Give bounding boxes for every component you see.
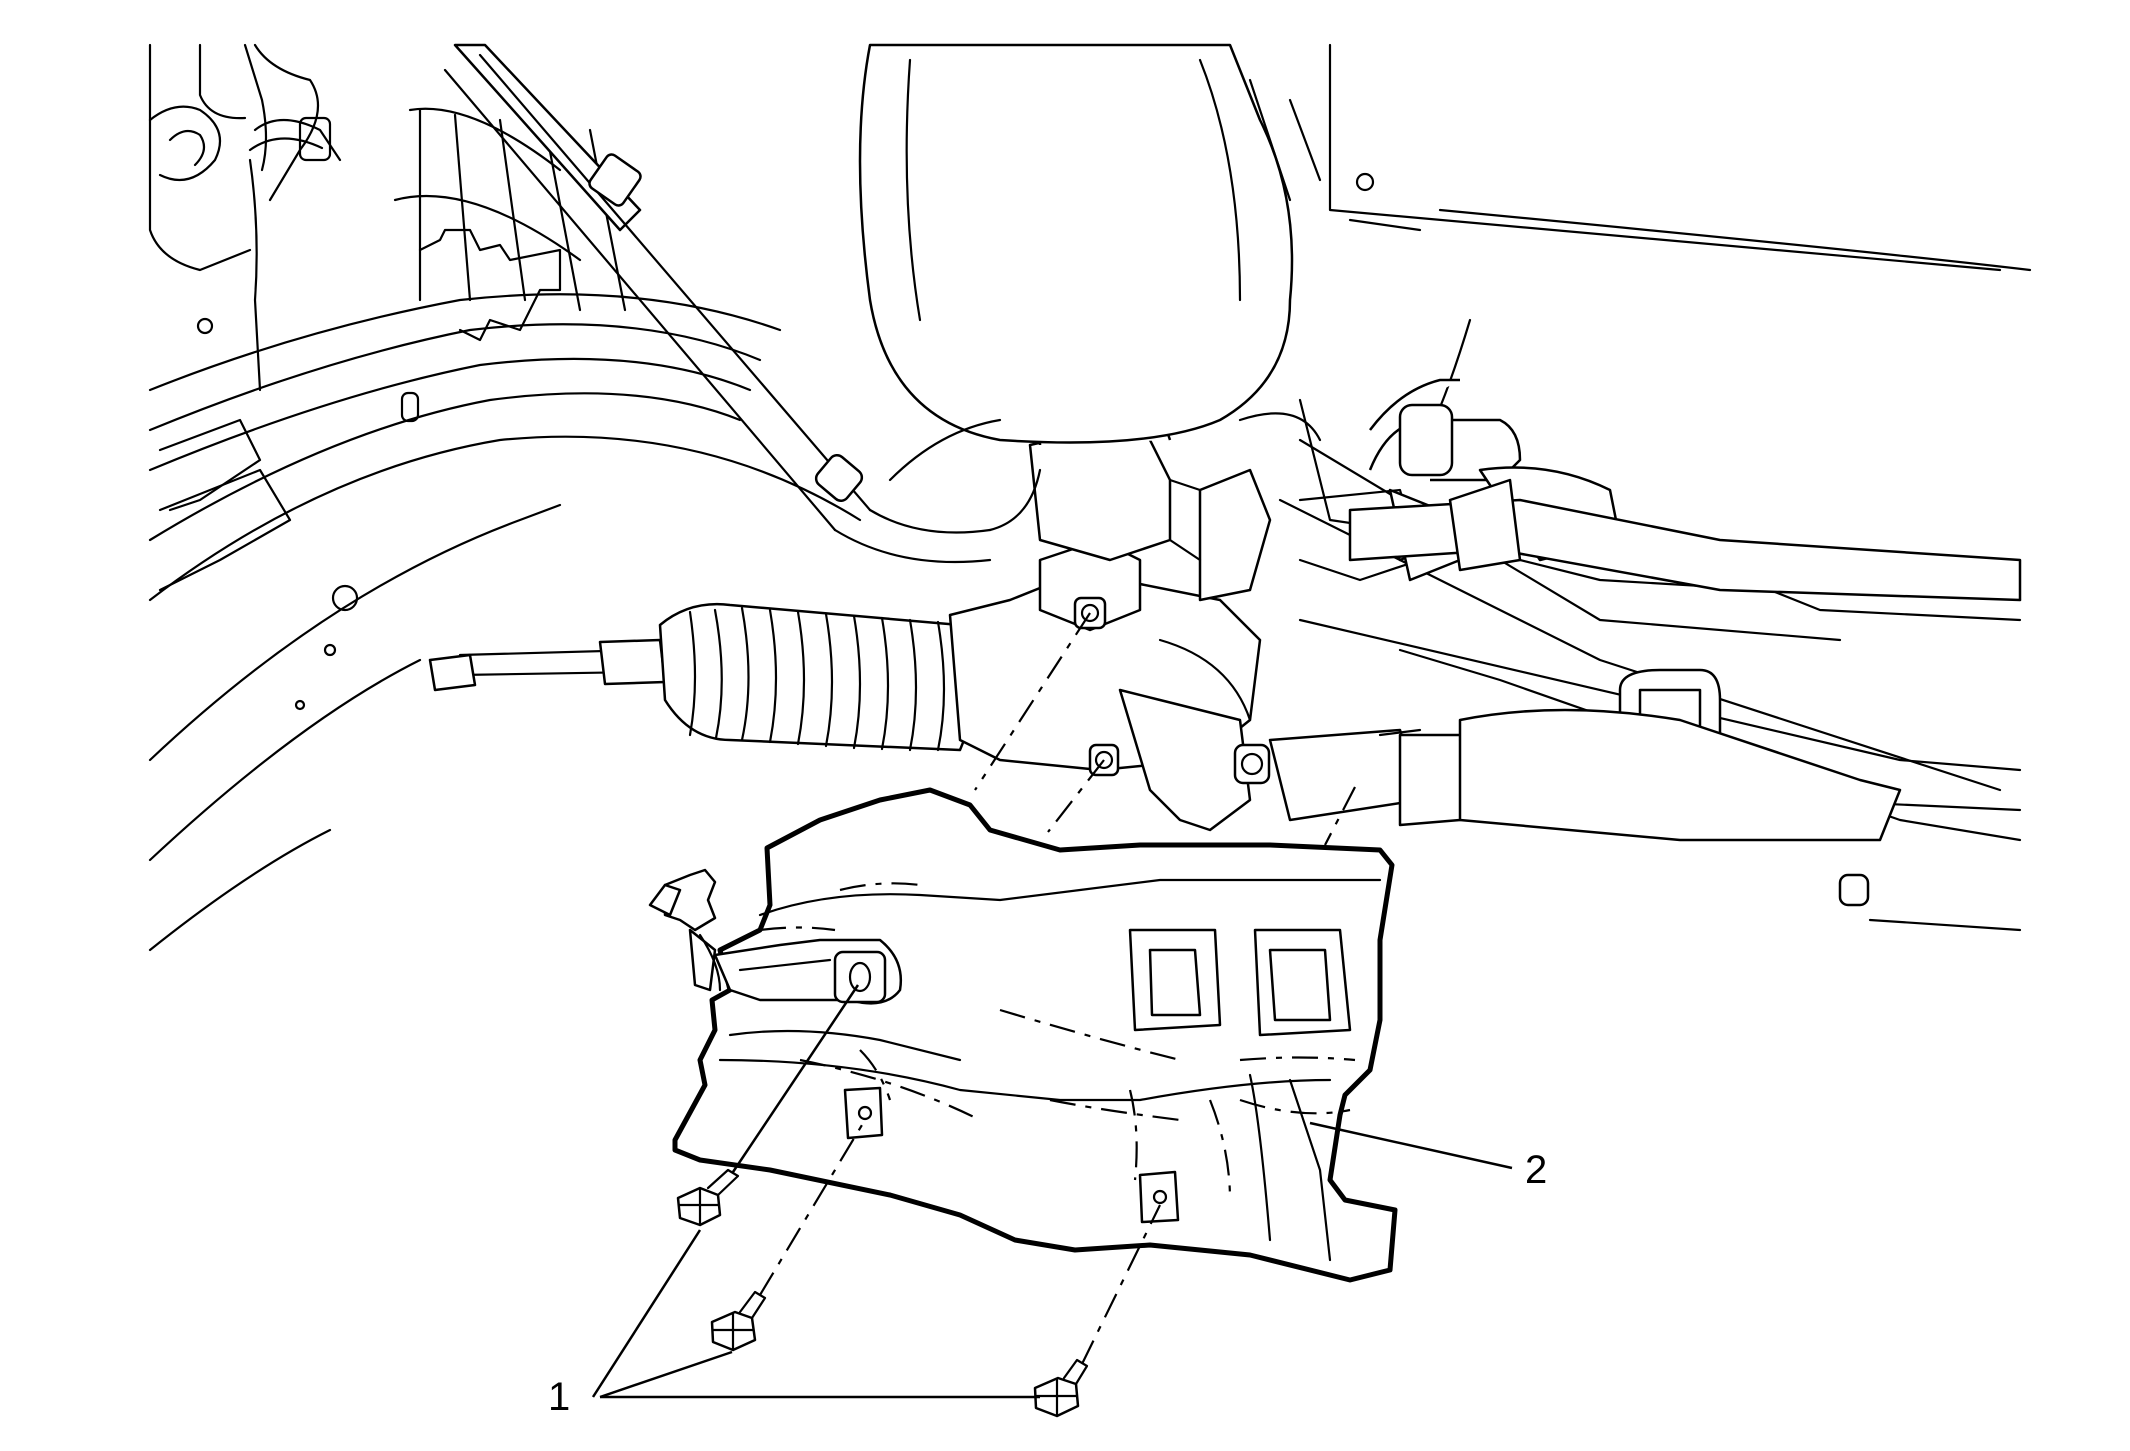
callout-label-2: 2 [1525,1148,1548,1192]
alignment-lines [974,612,1356,846]
leader-1-upper [591,1229,702,1398]
upper-component [443,43,1322,564]
steering-gear-housing [948,538,1472,832]
leader-1-middle [599,1350,733,1399]
right-rails [1238,43,2032,932]
callout-label-1: 1 [548,1375,571,1419]
bolt-middle [710,1290,767,1352]
leader-2 [1309,1121,1513,1170]
callout-leaders [591,1121,1513,1399]
bolt-upper [676,1168,740,1227]
bolt-lower [1033,1358,1089,1418]
bolts [676,984,1161,1418]
underbody-structure [148,43,2032,952]
rack-boot [658,603,977,752]
heat-shield [648,787,1398,1283]
